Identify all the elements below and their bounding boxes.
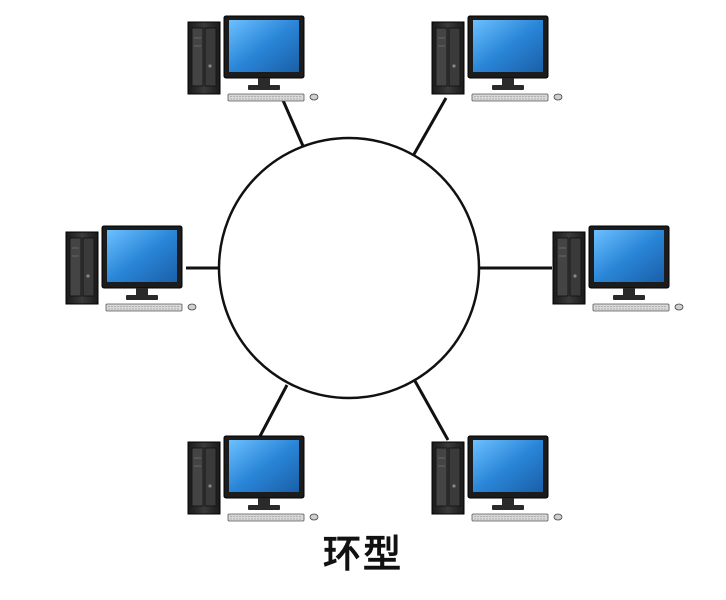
link-bottom-right — [413, 380, 450, 441]
computer-node-top-left — [187, 15, 319, 102]
computer-node-right — [552, 225, 684, 312]
diagram-caption: 环型 — [322, 532, 403, 576]
link-top-left — [280, 97, 305, 147]
computer-node-left — [65, 225, 197, 312]
link-top-right — [411, 97, 448, 157]
computer-node-bottom-right — [431, 435, 563, 522]
ring-circle — [217, 136, 481, 400]
computer-node-bottom-left — [187, 435, 319, 522]
link-bottom-left — [256, 384, 289, 441]
computer-node-top-right — [431, 15, 563, 102]
